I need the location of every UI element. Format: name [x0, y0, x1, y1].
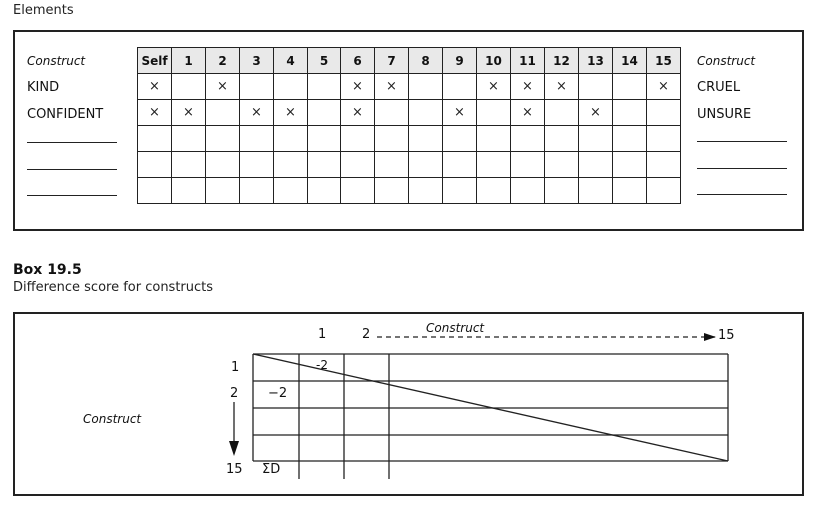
repertory-grid-table: Self 1 2 3 4 5 6 7 8 9 10 11 12 13 14 15…: [137, 47, 681, 204]
box-subtitle: Difference score for constructs: [13, 280, 214, 295]
difference-cell-below: −2: [268, 386, 288, 401]
column-header: 8: [408, 47, 443, 74]
grid-cell: ×: [205, 73, 240, 100]
grid-cell: [408, 73, 443, 100]
column-header: 7: [374, 47, 409, 74]
grid-cell: [646, 151, 681, 178]
grid-cell: [239, 151, 274, 178]
grid-cell: [374, 99, 409, 126]
grid-cell: ×: [374, 73, 409, 100]
right-construct-header: Construct: [697, 54, 756, 68]
grid-row-kind: × × × × × × × ×: [137, 73, 681, 100]
grid-cell: [442, 73, 477, 100]
grid-cell: [273, 73, 308, 100]
left-construct-header: Construct: [27, 54, 86, 68]
grid-row-blank: [137, 177, 681, 204]
grid-cell: [578, 177, 613, 204]
left-construct-confident: CONFIDENT: [27, 107, 104, 122]
difference-cell-above: -2: [316, 358, 328, 372]
grid-cell: [340, 177, 375, 204]
column-header: 2: [205, 47, 240, 74]
grid-cell: [578, 73, 613, 100]
grid-cell: [205, 99, 240, 126]
right-construct-cruel: CRUEL: [697, 80, 741, 95]
top-axis-2: 2: [362, 327, 371, 342]
box-title: Box 19.5: [13, 262, 82, 278]
grid-cell: [408, 151, 443, 178]
grid-cell: [171, 177, 206, 204]
left-construct-kind: KIND: [27, 80, 60, 95]
grid-cell: [239, 177, 274, 204]
grid-cell: ×: [544, 73, 579, 100]
column-header: 1: [171, 47, 206, 74]
grid-cell: [578, 125, 613, 152]
column-header: 9: [442, 47, 477, 74]
grid-cell: [307, 151, 341, 178]
top-axis-construct-label: Construct: [426, 321, 485, 335]
grid-cell: [544, 99, 579, 126]
sum-difference-label: ΣD: [262, 462, 281, 477]
grid-cell: [612, 73, 647, 100]
right-construct-blank-line: [697, 141, 787, 142]
grid-cell: [612, 99, 647, 126]
grid-header-row: Self 1 2 3 4 5 6 7 8 9 10 11 12 13 14 15: [137, 47, 681, 74]
column-header: 10: [476, 47, 511, 74]
grid-cell: ×: [239, 99, 274, 126]
left-axis-2: 2: [230, 386, 239, 401]
right-construct-blank-line: [697, 168, 787, 169]
grid-cell: [612, 177, 647, 204]
right-construct-blank-line: [697, 194, 787, 195]
column-header: 12: [544, 47, 579, 74]
top-axis-1: 1: [318, 327, 327, 342]
left-construct-blank-line: [27, 195, 117, 196]
left-axis-15: 15: [226, 462, 243, 477]
repertory-grid-frame: [13, 30, 804, 231]
grid-cell: [137, 177, 172, 204]
grid-cell: [476, 177, 511, 204]
difference-matrix-frame: [13, 312, 804, 496]
column-header: 3: [239, 47, 274, 74]
grid-cell: [137, 125, 172, 152]
grid-cell: ×: [578, 99, 613, 126]
left-construct-blank-line: [27, 142, 117, 143]
grid-cell: [646, 177, 681, 204]
elements-caption: Elements: [13, 3, 74, 18]
column-header: Self: [137, 47, 172, 74]
side-construct-label: Construct: [83, 412, 142, 426]
grid-cell: [544, 151, 579, 178]
grid-cell: ×: [273, 99, 308, 126]
grid-cell: [544, 177, 579, 204]
left-construct-blank-line: [27, 169, 117, 170]
grid-cell: [273, 177, 308, 204]
grid-cell: [442, 177, 477, 204]
down-arrow-icon: [229, 441, 239, 456]
column-header: 6: [340, 47, 375, 74]
grid-cell: ×: [646, 73, 681, 100]
grid-cell: [374, 151, 409, 178]
grid-cell: [307, 99, 341, 126]
grid-cell: [205, 125, 240, 152]
column-header: 11: [510, 47, 545, 74]
top-axis-15: 15: [718, 328, 735, 343]
left-axis-1: 1: [231, 360, 240, 375]
column-header: 5: [307, 47, 341, 74]
right-construct-unsure: UNSURE: [697, 107, 752, 122]
